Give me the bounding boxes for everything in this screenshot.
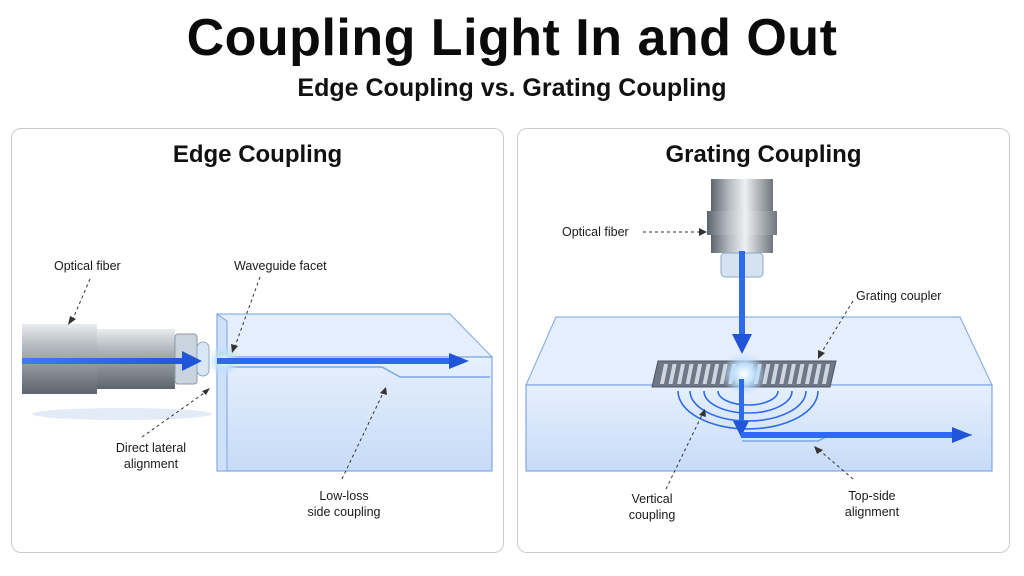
label-waveguide-facet: Waveguide facet bbox=[234, 259, 327, 273]
waveguide-ridge bbox=[227, 366, 490, 378]
light-beam bbox=[722, 251, 972, 443]
grating-leader-arrowheads bbox=[699, 228, 825, 454]
vertical-coupling-waves bbox=[677, 390, 819, 430]
label-low-loss-side-coupling: Low-loss side coupling bbox=[307, 489, 381, 519]
label-direct-lateral-alignment: Direct lateral alignment bbox=[115, 441, 187, 471]
grating-tooth bbox=[694, 364, 703, 384]
edge-coupling-diagram bbox=[22, 276, 494, 480]
edge-leader-arrowheads bbox=[68, 316, 387, 395]
grating-tooth bbox=[660, 364, 668, 384]
grating-tooth bbox=[770, 364, 779, 384]
edge-panel-title: Edge Coupling bbox=[172, 141, 343, 168]
chip-top-face bbox=[216, 313, 494, 358]
label-top-side-alignment: Top-side alignment bbox=[844, 489, 900, 519]
page-subtitle: Edge Coupling vs. Grating Coupling bbox=[297, 74, 727, 102]
grating-tooth bbox=[822, 364, 830, 384]
grating-coupling-diagram bbox=[525, 179, 993, 490]
grating-tooth bbox=[787, 364, 796, 384]
page-title: Coupling Light In and Out bbox=[186, 9, 838, 67]
grating-panel-title: Grating Coupling bbox=[665, 141, 862, 168]
grating-coupling-panel: Grating Coupling bbox=[517, 128, 1010, 553]
edge-coupling-panel: Edge Coupling bbox=[11, 128, 504, 553]
grating-tooth bbox=[711, 364, 720, 384]
grating-tooth bbox=[685, 364, 694, 384]
label-optical-fiber: Optical fiber bbox=[562, 225, 629, 239]
grating-tooth bbox=[702, 364, 711, 384]
optical-fiber bbox=[707, 179, 777, 278]
grating-tooth bbox=[813, 364, 822, 384]
optical-fiber bbox=[22, 324, 212, 420]
grating-leader-lines bbox=[643, 231, 854, 490]
grating-tooth bbox=[796, 364, 805, 384]
waveguide-facet bbox=[216, 313, 228, 472]
edge-leader-lines bbox=[71, 276, 385, 480]
grating-tooth bbox=[804, 364, 813, 384]
label-grating-coupler: Grating coupler bbox=[856, 289, 942, 303]
label-optical-fiber: Optical fiber bbox=[54, 259, 121, 273]
chip-front-face bbox=[216, 356, 493, 472]
grating-tooth bbox=[677, 364, 686, 384]
grating-tooth bbox=[668, 364, 677, 384]
light-beam bbox=[22, 345, 469, 377]
label-vertical-coupling: Vertical coupling bbox=[628, 492, 676, 522]
grating-tooth bbox=[779, 364, 788, 384]
